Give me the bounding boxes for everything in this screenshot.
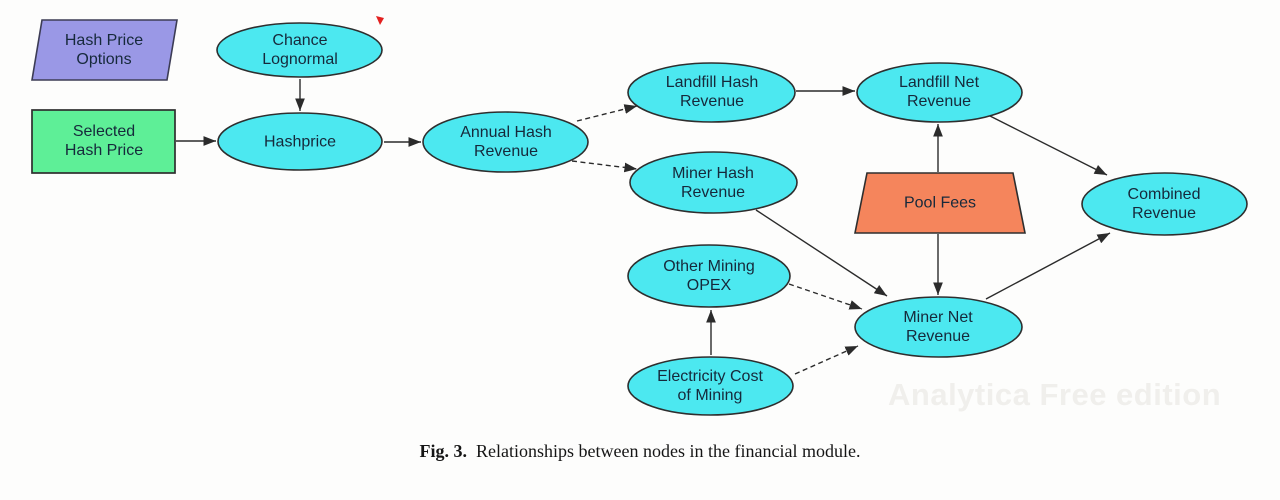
- arrow-annual-hash-revenue-to-landfill-hash-revenue: [576, 104, 638, 122]
- node-miner-hash-revenue[interactable]: [629, 151, 798, 214]
- node-hash-price-options[interactable]: [31, 19, 178, 81]
- diagram-canvas: [31, 16, 1248, 416]
- arrow-landfill-net-revenue-to-combined-revenue: [989, 115, 1108, 176]
- node-landfill-hash-revenue[interactable]: [627, 62, 796, 123]
- arrow-miner-hash-revenue-to-miner-net-revenue: [755, 209, 888, 297]
- node-electricity-cost-of-mining[interactable]: [627, 356, 794, 416]
- arrow-other-mining-opex-to-miner-net-revenue: [788, 283, 863, 310]
- node-annual-hash-revenue[interactable]: [422, 111, 589, 173]
- node-miner-net-revenue[interactable]: [854, 296, 1023, 358]
- figure-caption-label: Fig. 3.: [419, 441, 468, 461]
- node-hashprice[interactable]: [217, 112, 383, 171]
- node-combined-revenue[interactable]: [1081, 172, 1248, 236]
- arrow-electricity-cost-to-miner-net-revenue: [794, 345, 859, 375]
- node-selected-hash-price[interactable]: [31, 109, 176, 174]
- node-landfill-net-revenue[interactable]: [856, 62, 1023, 123]
- figure-caption: Fig. 3. Relationships between nodes in th…: [0, 441, 1280, 462]
- node-pool-fees[interactable]: [854, 172, 1026, 234]
- node-other-mining-opex[interactable]: [627, 244, 791, 308]
- red-tick-annotation: [376, 16, 384, 25]
- analytica-watermark: Analytica Free edition: [888, 377, 1222, 412]
- figure-caption-text: Relationships between nodes in the finan…: [476, 441, 861, 461]
- node-chance-lognormal[interactable]: [216, 22, 383, 78]
- arrow-miner-net-revenue-to-combined-revenue: [985, 232, 1111, 300]
- arrow-annual-hash-revenue-to-miner-hash-revenue: [571, 160, 638, 173]
